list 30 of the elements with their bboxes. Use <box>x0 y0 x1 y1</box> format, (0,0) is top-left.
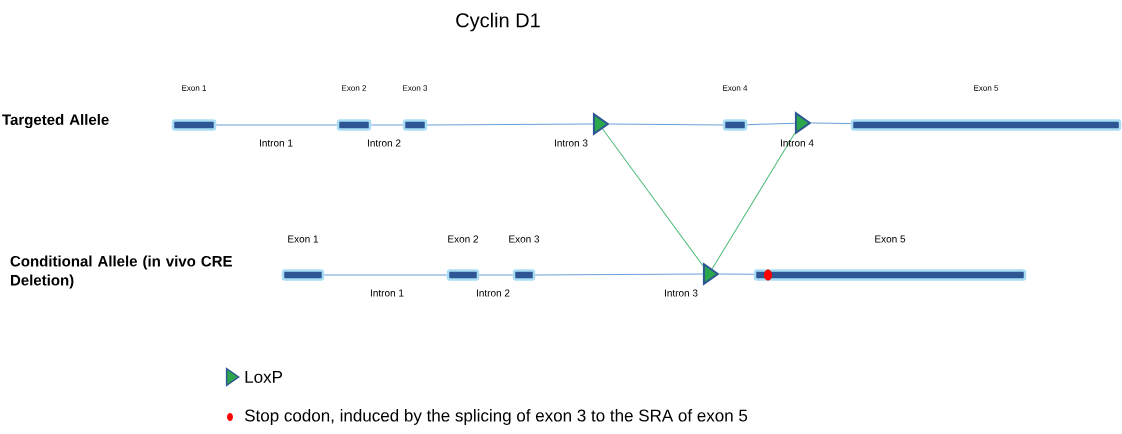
gene-line <box>478 274 514 276</box>
gene-line <box>811 122 852 125</box>
gene-line <box>323 274 448 276</box>
exon-label: Exon 5 <box>875 235 906 243</box>
gene-line <box>746 122 796 126</box>
allele-label: Targeted Allele <box>2 114 109 129</box>
gene-line <box>609 123 724 126</box>
exon-label: Exon 1 <box>288 235 319 243</box>
gene-line <box>215 124 338 126</box>
exon-label: Exon 3 <box>403 85 428 91</box>
intron-label: Intron 1 <box>259 139 293 147</box>
exon-label: Exon 3 <box>509 235 540 243</box>
gene-line <box>370 124 404 126</box>
deletion-line <box>711 132 796 270</box>
intron-label: Intron 2 <box>367 139 401 147</box>
exon-label: Exon 2 <box>342 85 367 91</box>
exon-label: Exon 1 <box>182 85 207 91</box>
legend-text: Stop codon, induced by the splicing of exon 3 to the SRA of exon 5 <box>244 409 748 425</box>
exon-label: Exon 5 <box>974 85 999 91</box>
title: Cyclin D1 <box>456 12 540 32</box>
intron-label: Intron 1 <box>370 289 404 297</box>
gene-line <box>426 123 594 126</box>
gene-line <box>719 273 755 275</box>
allele-label: Conditional Allele (in vivo CRE Deletion) <box>10 255 232 289</box>
intron-label: Intron 2 <box>477 289 510 297</box>
exon-label: Exon 2 <box>448 235 479 243</box>
deletion-line <box>602 128 704 267</box>
gene-line <box>534 273 704 276</box>
legend-text: LoxP <box>245 371 283 383</box>
exon-label: Exon 4 <box>723 85 748 91</box>
